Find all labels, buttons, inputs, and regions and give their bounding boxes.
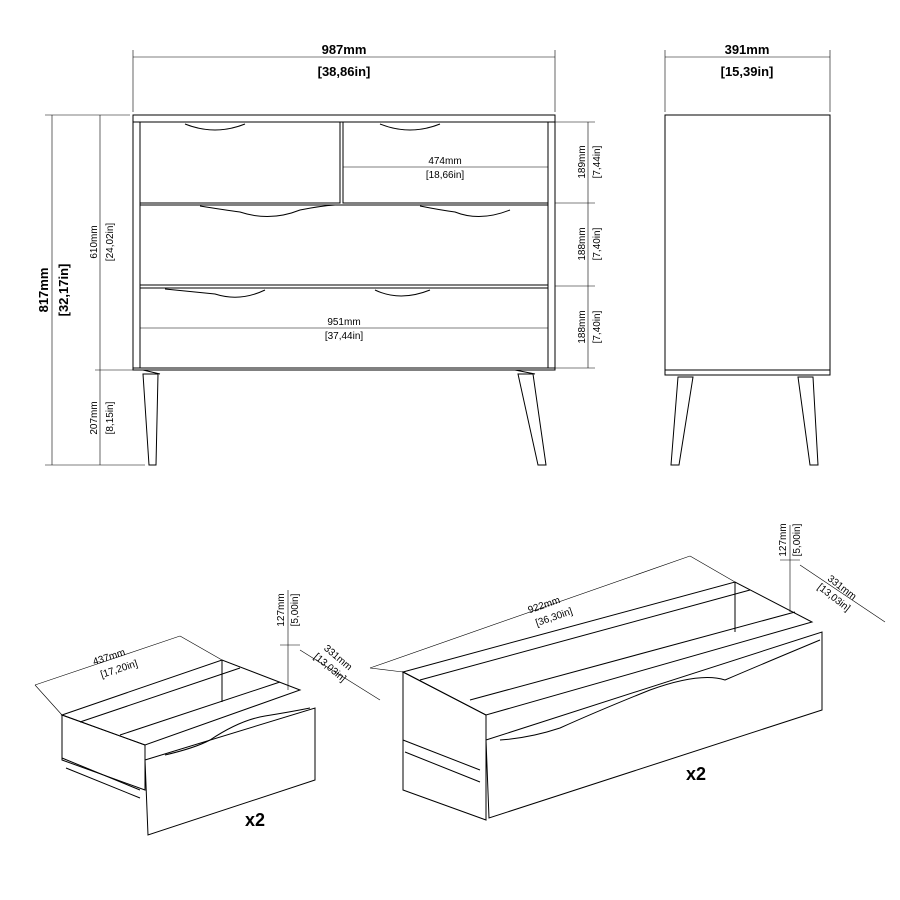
total-height-mm-label: 817mm <box>36 268 51 313</box>
small-drawer-width-in-label: [18,66in] <box>426 170 465 181</box>
handle-cutout <box>164 288 266 298</box>
small-drawer-height-in: [5,00in] <box>290 593 301 626</box>
handle-cutout <box>419 205 511 217</box>
front-view <box>132 114 556 466</box>
drawer-top-left <box>139 121 341 204</box>
drawer2-height-mm: 188mm <box>577 227 588 260</box>
drawer3-height-mm: 188mm <box>577 310 588 343</box>
cabinet-body <box>132 114 556 371</box>
small-drawer-height-mm: 127mm <box>276 593 287 626</box>
drawer1-height-in: [7,44in] <box>592 145 603 178</box>
body-height-in-label: [24,02in] <box>105 223 116 262</box>
leg-height-in-label: [8,15in] <box>105 401 116 434</box>
drawer2-height-in: [7,40in] <box>592 227 603 260</box>
drawer1-height-mm: 189mm <box>577 145 588 178</box>
body-height-mm-label: 610mm <box>89 225 100 258</box>
handle-cutout <box>199 204 336 217</box>
handle-cutout <box>374 289 431 297</box>
large-drawer-height-in: [5,00in] <box>792 523 803 556</box>
large-drawer-width-mm-label: 951mm <box>327 317 360 328</box>
small-drawer-isometric <box>34 590 381 836</box>
handle-cutout <box>379 123 441 131</box>
drawer-front <box>144 707 316 836</box>
side-view <box>664 114 831 466</box>
drawer-top-right <box>342 121 549 204</box>
large-drawer-width-in-label: [37,44in] <box>325 331 364 342</box>
leg-side-left <box>670 376 694 466</box>
small-drawer-width-mm-label: 474mm <box>428 156 461 167</box>
drawer-middle <box>139 204 549 286</box>
leg-front-right <box>517 373 547 466</box>
large-drawer-isometric <box>369 525 886 821</box>
leg-side-right <box>797 376 819 466</box>
leg-front-left <box>142 373 159 466</box>
drawer-front <box>485 631 823 819</box>
small-drawer-quantity: x2 <box>245 810 265 830</box>
width-mm-label: 987mm <box>322 42 367 57</box>
handle-cutout <box>184 123 246 131</box>
leg-height-mm-label: 207mm <box>89 401 100 434</box>
depth-mm-label: 391mm <box>725 42 770 57</box>
side-panel <box>664 114 831 376</box>
total-height-in-label: [32,17in] <box>56 264 71 317</box>
large-drawer-quantity: x2 <box>686 764 706 784</box>
drawer3-height-in: [7,40in] <box>592 310 603 343</box>
dimension-lines <box>45 50 831 466</box>
large-drawer-height-mm: 127mm <box>778 523 789 556</box>
depth-in-label: [15,39in] <box>721 64 774 79</box>
width-in-label: [38,86in] <box>318 64 371 79</box>
